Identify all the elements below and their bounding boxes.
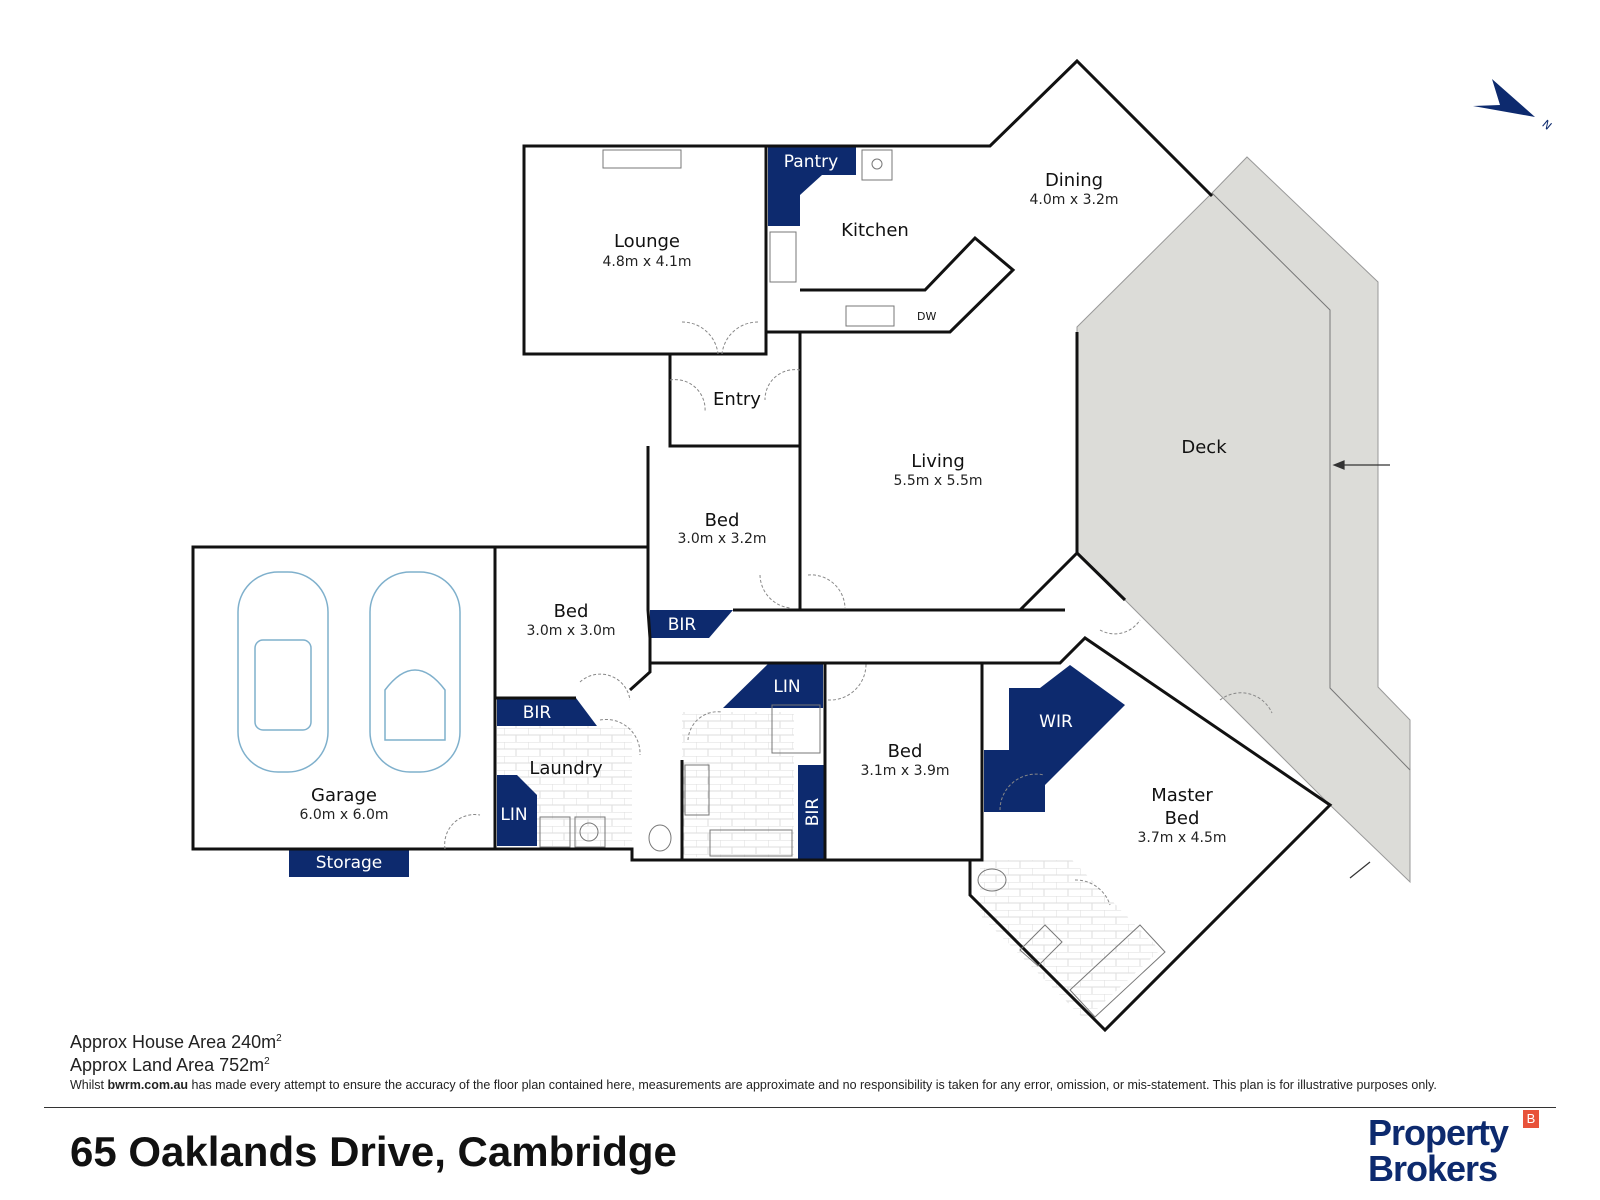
deck-label: Deck (1181, 437, 1227, 458)
disclaimer: Whilst bwrm.com.au has made every attemp… (70, 1078, 1437, 1092)
dining-size: 4.0m x 3.2m (1030, 192, 1119, 208)
bir-bed3 (798, 765, 825, 859)
lin-laundry (497, 775, 537, 846)
garage-size: 6.0m x 6.0m (300, 807, 389, 823)
bed3-size: 3.1m x 3.9m (861, 763, 950, 779)
master-label-1: Master (1151, 785, 1213, 806)
bir-label: BIR (803, 798, 823, 827)
bed3-label: Bed (888, 741, 923, 762)
entry-label: Entry (713, 389, 761, 410)
wir-block (984, 665, 1125, 812)
lin-label: LIN (773, 677, 800, 697)
bed1-label: Bed (705, 510, 740, 531)
bed2-size: 3.0m x 3.0m (527, 623, 616, 639)
storage-label: Storage (316, 853, 383, 873)
bir-label: BIR (523, 703, 552, 723)
bir-label: BIR (668, 615, 697, 635)
deck-area (1076, 156, 1411, 884)
north-arrow-icon: N (1473, 79, 1554, 133)
walls (191, 58, 1333, 1033)
logo-badge: B (1523, 1110, 1539, 1128)
lin-label: LIN (500, 805, 527, 825)
pantry-block (768, 146, 856, 226)
living-label: Living (911, 451, 965, 472)
property-address: 65 Oaklands Drive, Cambridge (70, 1128, 677, 1175)
kitchen-label: Kitchen (841, 220, 909, 241)
lounge-label: Lounge (614, 231, 680, 252)
svg-text:N: N (1540, 117, 1555, 132)
house-area: Approx House Area 240m2 (70, 1032, 282, 1052)
pantry-label: Pantry (784, 152, 838, 172)
wir-label: WIR (1039, 712, 1073, 732)
dining-label: Dining (1045, 170, 1103, 191)
dishwasher-label: DW (917, 310, 936, 323)
master-label-2: Bed (1165, 808, 1200, 829)
laundry-label: Laundry (529, 758, 603, 779)
bed1-size: 3.0m x 3.2m (678, 531, 767, 547)
master-size: 3.7m x 4.5m (1138, 830, 1227, 846)
garage-label: Garage (311, 785, 377, 806)
bir-bed2 (497, 698, 597, 726)
divider (44, 1107, 1556, 1108)
lounge-size: 4.8m x 4.1m (603, 254, 692, 270)
deck-arrow-icon (1332, 460, 1390, 879)
door-swings (444, 321, 1273, 906)
bed2-label: Bed (554, 601, 589, 622)
car-icons (237, 571, 461, 773)
bir-bed1 (650, 610, 733, 638)
fixtures (539, 149, 1166, 1018)
floor-plan: N Lounge 4.8m x 4.1m Pantry Kitchen DW D… (191, 58, 1554, 1033)
land-area: Approx Land Area 752m2 (70, 1055, 270, 1075)
living-size: 5.5m x 5.5m (894, 473, 983, 489)
lin-bath (723, 662, 823, 708)
storage-block (289, 849, 409, 877)
